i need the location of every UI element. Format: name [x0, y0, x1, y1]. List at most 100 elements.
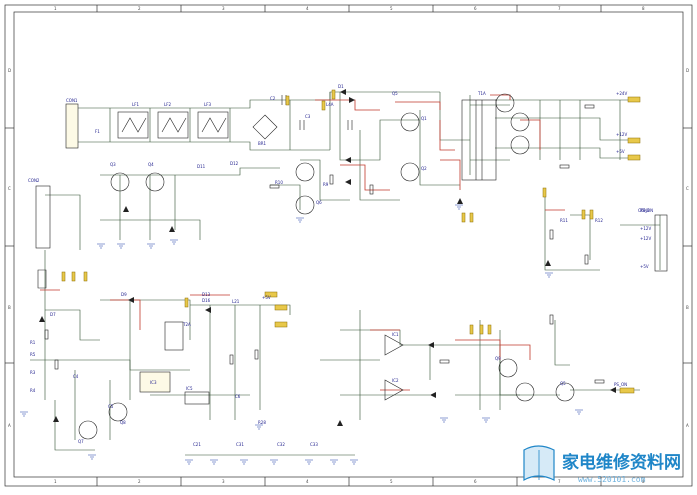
ref-r3: R3 — [30, 370, 36, 375]
ref-ic1: IC1 — [392, 332, 399, 337]
ref-q8: Q8 — [120, 420, 126, 425]
ref-ic2: IC2 — [392, 378, 399, 383]
bridge-rectifier — [252, 114, 278, 140]
col-label-top: 5 — [390, 6, 393, 11]
col-label-bottom: 8 — [642, 479, 645, 484]
rail-label: PS_ON — [640, 208, 653, 213]
row-label-left: B — [8, 305, 11, 310]
rail-label: +5V — [640, 264, 649, 269]
rail-label: PS_ON — [614, 382, 627, 387]
ref-c3: C3 — [305, 114, 311, 119]
row-label-right: D — [686, 68, 689, 73]
opamp-b — [384, 379, 404, 401]
ref-r12: R12 — [595, 218, 603, 223]
ref-l4a: L4A — [326, 102, 334, 107]
ref-r1: R1 — [30, 340, 36, 345]
ref-d16: D16 — [202, 298, 211, 303]
row-label-right: C — [686, 186, 689, 191]
col-label-bottom: 6 — [474, 479, 477, 484]
ref-f1: F1 — [95, 129, 100, 134]
col-label-top: 1 — [54, 6, 57, 11]
ref-r11: R11 — [560, 218, 568, 223]
lf2-filter — [157, 111, 189, 139]
ref-q7: Q7 — [78, 439, 84, 444]
ref-q4: Q4 — [148, 162, 154, 167]
mosfet-3 — [510, 135, 530, 155]
t1a-transformer — [461, 99, 497, 181]
ref-r5: R5 — [30, 352, 36, 357]
watermark: 家电维修资料网 www.520101.com — [523, 445, 681, 484]
ref-t2a: T2A — [182, 322, 191, 327]
rail-label: +5V — [262, 295, 271, 300]
diodes — [39, 89, 616, 426]
ref-d12: D12 — [230, 161, 239, 166]
col-label-bottom: 7 — [558, 479, 561, 484]
con1-connector — [65, 103, 79, 149]
ref-q3: Q3 — [110, 162, 116, 167]
ref-c4: C4 — [73, 374, 79, 379]
row-label-right: A — [686, 423, 689, 428]
q5-transistor — [295, 162, 315, 182]
ref-con3: CON3 — [638, 208, 650, 213]
ref-d9: D9 — [121, 292, 127, 297]
ref-l21: L21 — [232, 299, 240, 304]
q3-transistor — [110, 172, 130, 192]
ref-lf2: LF2 — [164, 102, 172, 107]
col-label-bottom: 5 — [390, 479, 393, 484]
q1-transistor — [400, 112, 420, 132]
book-logo-icon — [523, 445, 555, 482]
col-label-top: 8 — [642, 6, 645, 11]
components — [35, 93, 668, 440]
ref-c6: C6 — [235, 394, 241, 399]
col-label-top: 7 — [558, 6, 561, 11]
lf1-filter — [117, 111, 149, 139]
ref-r28: R28 — [258, 420, 266, 425]
drawing-frame — [4, 4, 693, 487]
ref-d1: D1 — [338, 84, 344, 89]
q6-transistor — [295, 195, 315, 215]
test-points — [61, 89, 641, 394]
ref-ic5: IC5 — [186, 386, 193, 391]
wiring — [30, 91, 661, 456]
col-label-top: 3 — [222, 6, 225, 11]
watermark-title: 家电维修资料网 — [562, 452, 681, 473]
ref-br1: BR1 — [258, 141, 267, 146]
lf3-filter — [197, 111, 229, 139]
row-label-left: A — [8, 423, 11, 428]
ref-r9: R9 — [323, 182, 329, 187]
rail-label: +12V — [640, 236, 651, 241]
row-label-left: D — [8, 68, 11, 73]
rail-labels: +24V +12V +5V PS_ON +12V +12V +5V +5V PS… — [262, 91, 653, 387]
ref-c32: C32 — [277, 442, 285, 447]
q4-transistor — [145, 172, 165, 192]
col-label-bottom: 4 — [306, 479, 309, 484]
col-label-top: 2 — [138, 6, 141, 11]
ref-c2: C2 — [270, 96, 276, 101]
opamp-a — [384, 334, 404, 356]
q10-transistor — [515, 382, 535, 402]
ground-symbols — [20, 204, 583, 465]
con2-connector — [35, 185, 51, 249]
ic3-controller — [139, 371, 171, 393]
watermark-url: www.520101.com — [578, 475, 646, 484]
highlight-nets — [40, 94, 565, 391]
q9-transistor — [498, 358, 518, 378]
ref-q5b: Q5 — [560, 381, 566, 386]
ref-lf1: LF1 — [132, 102, 140, 107]
q2-transistor — [400, 162, 420, 182]
q7-transistor — [78, 420, 98, 440]
rail-label: +12V — [640, 226, 651, 231]
ref-q6: Q6 — [316, 200, 322, 205]
ref-q2: Q2 — [421, 166, 427, 171]
ref-d11: D11 — [197, 164, 206, 169]
ref-ic3: IC3 — [150, 380, 157, 385]
ref-lf3: LF3 — [204, 102, 212, 107]
col-label-bottom: 1 — [54, 479, 57, 484]
ref-q5: Q5 — [392, 91, 398, 96]
ref-r10: R10 — [275, 180, 283, 185]
ref-c5: C5 — [108, 404, 114, 409]
rail-label: +24V — [616, 91, 627, 96]
ref-c33: C33 — [310, 442, 318, 447]
mosfet-1 — [495, 93, 515, 113]
